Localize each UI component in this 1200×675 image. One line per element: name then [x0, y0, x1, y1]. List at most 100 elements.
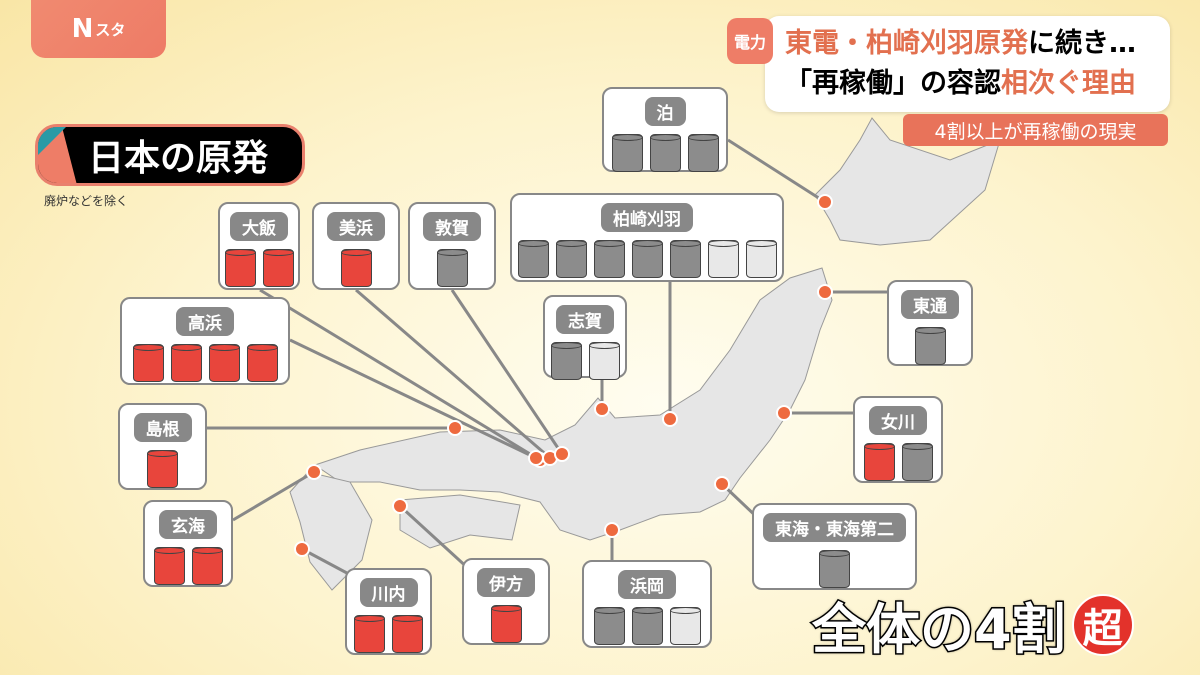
headline: 東電・柏崎刈羽原発に続き… 「再稼働」の容認相次ぐ理由: [765, 16, 1170, 112]
reactor-stopped-icon: [901, 443, 933, 481]
plant-marker: [817, 194, 833, 210]
leader-line: [450, 289, 564, 455]
plant-name: 川内: [359, 578, 418, 607]
plant-card: 女川: [853, 396, 943, 483]
reactor-stopped-icon: [631, 607, 663, 645]
reactor-list: [224, 249, 294, 287]
reactor-running-icon: [246, 344, 278, 382]
reactor-stopped-icon: [669, 240, 701, 278]
category-badge: 電力: [727, 18, 773, 64]
plant-card: 東海・東海第二: [752, 503, 917, 590]
plant-card: 大飯: [218, 202, 300, 290]
leader-line: [289, 338, 537, 460]
reactor-list: [147, 450, 178, 488]
plant-name: 女川: [869, 406, 927, 435]
reactor-list: [819, 550, 850, 588]
plant-marker: [447, 420, 463, 436]
reactor-stopped-icon: [550, 342, 582, 380]
reactor-running-icon: [490, 605, 522, 643]
plant-card: 柏崎刈羽: [510, 193, 784, 282]
reactor-stopped-icon: [631, 240, 663, 278]
plant-marker: [604, 522, 620, 538]
reactor-list: [517, 240, 777, 278]
reactor-stopped-icon: [611, 134, 643, 172]
exceed-badge: 超: [1071, 593, 1134, 656]
page-title: 日本の原発: [35, 124, 305, 186]
plant-name: 敦賀: [423, 212, 481, 241]
plant-card: 敦賀: [408, 202, 496, 290]
reactor-running-icon: [132, 344, 164, 382]
reactor-list: [593, 607, 701, 645]
leader-line: [727, 138, 826, 204]
plant-card: 玄海: [143, 500, 233, 587]
plant-name: 浜岡: [618, 570, 676, 599]
plant-name: 大飯: [230, 212, 288, 241]
plant-marker: [554, 446, 570, 462]
reactor-running-icon: [354, 615, 385, 653]
subheadline: 4割以上が再稼働の現実: [903, 114, 1168, 146]
plant-name: 泊: [644, 97, 686, 126]
reactor-running-icon: [208, 344, 240, 382]
reactor-stopped-icon: [555, 240, 587, 278]
leader-line: [259, 288, 541, 462]
reactor-other-icon: [707, 240, 739, 278]
plant-name: 東海・東海第二: [763, 513, 906, 542]
leader-line: [232, 470, 315, 522]
summary-caption: 全体の4割超: [811, 585, 1134, 664]
plant-card: 高浜: [120, 297, 290, 385]
plant-card: 志賀: [543, 295, 627, 380]
reactor-running-icon: [392, 615, 423, 653]
plant-name: 玄海: [159, 510, 217, 539]
reactor-stopped-icon: [593, 607, 625, 645]
plant-name: 東通: [901, 290, 959, 319]
reactor-list: [914, 327, 946, 365]
reactor-running-icon: [224, 249, 256, 287]
plant-marker: [594, 401, 610, 417]
plant-marker: [776, 405, 792, 421]
reactor-stopped-icon: [436, 249, 468, 287]
plant-marker: [662, 411, 678, 427]
reactor-stopped-icon: [517, 240, 549, 278]
plant-name: 島根: [133, 413, 192, 442]
kyushu: [289, 471, 373, 591]
plant-card: 浜岡: [582, 560, 712, 648]
leader-line: [398, 504, 472, 572]
plant-name: 志賀: [556, 305, 614, 334]
plant-marker: [817, 284, 833, 300]
reactor-list: [132, 344, 278, 382]
reactor-other-icon: [669, 607, 701, 645]
reactor-running-icon: [340, 249, 372, 287]
reactor-list: [340, 249, 372, 287]
plant-card: 東通: [887, 280, 973, 366]
plant-card: 伊方: [462, 558, 550, 645]
reactor-stopped-icon: [819, 550, 850, 588]
reactor-list: [436, 249, 468, 287]
plant-card: 島根: [118, 403, 207, 490]
reactor-list: [153, 547, 223, 585]
plant-marker: [528, 450, 544, 466]
reactor-running-icon: [147, 450, 178, 488]
reactor-list: [863, 443, 933, 481]
reactor-other-icon: [588, 342, 620, 380]
plant-name: 美浜: [327, 212, 385, 241]
reactor-stopped-icon: [649, 134, 681, 172]
plant-name: 伊方: [477, 568, 535, 597]
plant-name: 高浜: [176, 307, 234, 336]
reactor-stopped-icon: [914, 327, 946, 365]
reactor-list: [354, 615, 423, 653]
reactor-running-icon: [153, 547, 185, 585]
reactor-list: [490, 605, 522, 643]
reactor-running-icon: [863, 443, 895, 481]
reactor-running-icon: [170, 344, 202, 382]
plant-marker: [392, 498, 408, 514]
reactor-stopped-icon: [687, 134, 719, 172]
plant-marker: [714, 476, 730, 492]
footnote: 廃炉などを除く: [44, 194, 129, 208]
reactor-other-icon: [745, 240, 777, 278]
plant-card: 泊: [602, 87, 728, 172]
plant-card: 川内: [345, 568, 432, 655]
reactor-list: [611, 134, 719, 172]
reactor-list: [550, 342, 620, 380]
